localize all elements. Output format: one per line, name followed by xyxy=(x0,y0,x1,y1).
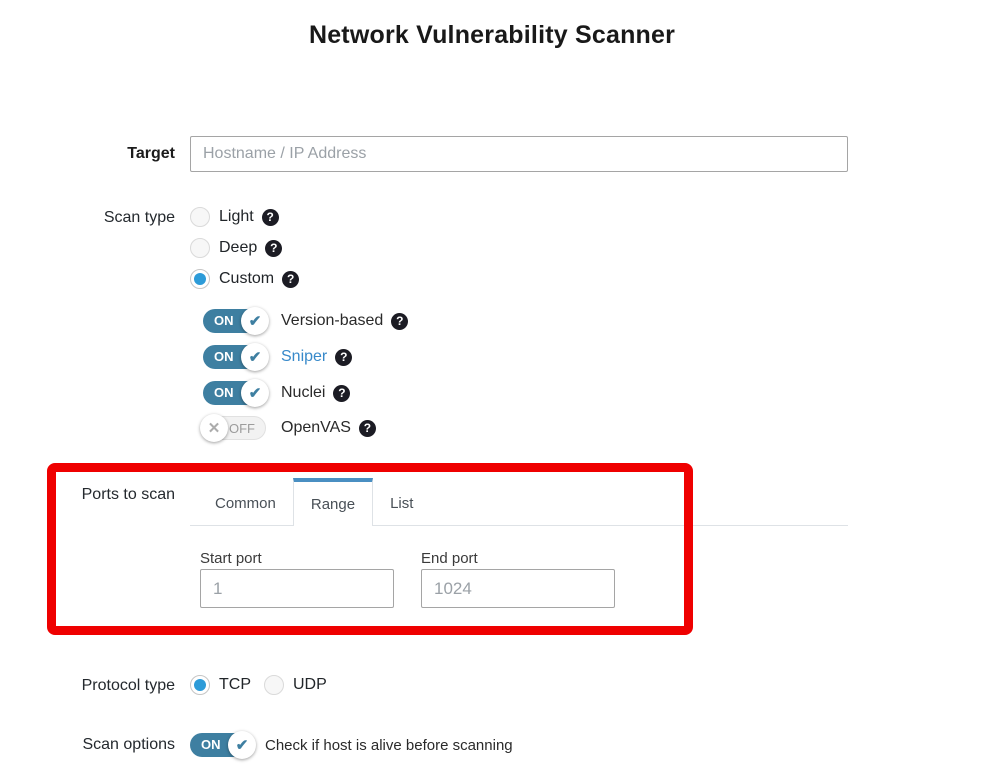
radio-label-custom: Custom xyxy=(219,270,275,287)
tool-label-openvas: OpenVAS xyxy=(281,419,351,436)
check-icon: ✔ xyxy=(241,379,269,407)
radio-label-light: Light xyxy=(219,208,254,225)
toggle-openvas[interactable]: OFF ✕ xyxy=(200,414,266,442)
radio-option-custom[interactable]: Custom ? xyxy=(190,268,300,290)
page-title: Network Vulnerability Scanner xyxy=(308,21,676,49)
help-icon[interactable]: ? xyxy=(358,419,376,437)
help-icon[interactable]: ? xyxy=(333,384,351,402)
end-port-input[interactable] xyxy=(421,569,615,608)
start-port-label: Start port xyxy=(200,550,262,567)
tool-label-nuclei: Nuclei xyxy=(281,384,326,401)
help-icon[interactable]: ? xyxy=(261,208,279,226)
tool-row-openvas: OFF ✕ OpenVAS ? xyxy=(200,414,376,442)
help-icon[interactable]: ? xyxy=(282,270,300,288)
radio-option-deep[interactable]: Deep ? xyxy=(190,237,283,259)
target-input[interactable] xyxy=(190,136,848,172)
tab-list[interactable]: List xyxy=(390,495,414,512)
tool-row-version-based: ON ✔ Version-based ? xyxy=(203,307,409,335)
radio-icon-tcp[interactable] xyxy=(190,675,210,695)
toggle-host-alive[interactable]: ON ✔ xyxy=(190,731,256,759)
scan-options-label: Scan options xyxy=(82,736,175,753)
help-icon[interactable]: ? xyxy=(265,239,283,257)
ports-to-scan-label: Ports to scan xyxy=(81,486,175,503)
radio-label-deep: Deep xyxy=(219,239,258,256)
protocol-type-label: Protocol type xyxy=(81,677,175,694)
check-icon: ✔ xyxy=(241,307,269,335)
radio-icon-custom[interactable] xyxy=(190,269,210,289)
radio-label-udp: UDP xyxy=(293,676,327,693)
tool-label-sniper-link[interactable]: Sniper xyxy=(281,348,328,365)
radio-icon-deep[interactable] xyxy=(190,238,210,258)
tab-common[interactable]: Common xyxy=(215,495,276,512)
check-icon: ✔ xyxy=(228,731,256,759)
radio-icon-light[interactable] xyxy=(190,207,210,227)
radio-option-light[interactable]: Light ? xyxy=(190,206,279,228)
toggle-nuclei[interactable]: ON ✔ xyxy=(203,379,269,407)
scan-type-label: Scan type xyxy=(103,209,175,226)
tab-range[interactable]: Range xyxy=(292,478,374,526)
scan-options-row: ON ✔ Check if host is alive before scann… xyxy=(190,731,513,759)
radio-icon-udp[interactable] xyxy=(264,675,284,695)
radio-label-tcp: TCP xyxy=(219,676,251,693)
tool-row-sniper: ON ✔ Sniper ? xyxy=(203,343,353,371)
check-icon: ✔ xyxy=(241,343,269,371)
end-port-label: End port xyxy=(421,550,478,567)
tool-label-version-based: Version-based xyxy=(281,312,384,329)
help-icon[interactable]: ? xyxy=(335,348,353,366)
cross-icon: ✕ xyxy=(200,414,228,442)
tool-row-nuclei: ON ✔ Nuclei ? xyxy=(203,379,351,407)
toggle-sniper[interactable]: ON ✔ xyxy=(203,343,269,371)
host-alive-description: Check if host is alive before scanning xyxy=(265,736,513,754)
start-port-input[interactable] xyxy=(200,569,394,608)
protocol-radio-group: TCP UDP xyxy=(190,674,327,696)
target-label: Target xyxy=(127,145,175,162)
ports-tabs: Common Range List xyxy=(190,478,848,526)
help-icon[interactable]: ? xyxy=(391,312,409,330)
toggle-version-based[interactable]: ON ✔ xyxy=(203,307,269,335)
